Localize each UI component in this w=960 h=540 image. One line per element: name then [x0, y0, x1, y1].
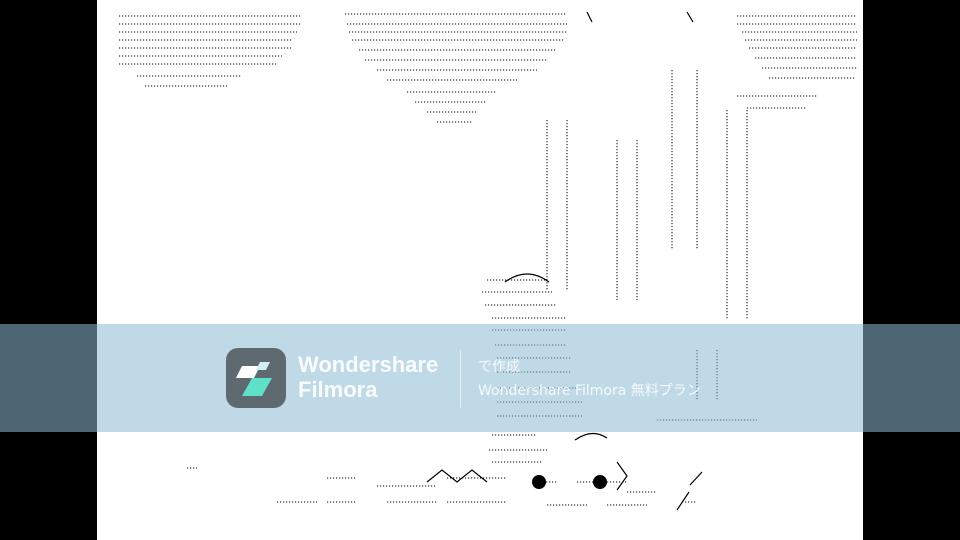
watermark-caption: で作成 Wondershare Filmora 無料プラン	[478, 355, 701, 403]
watermark-brand-line1: Wondershare	[298, 352, 439, 377]
watermark-caption-line2: Wondershare Filmora 無料プラン	[478, 383, 701, 399]
watermark-divider	[460, 350, 461, 408]
watermark-brand-line2: Filmora	[298, 377, 378, 402]
watermark-caption-line1: で作成	[478, 359, 520, 375]
filmora-logo-icon	[226, 348, 286, 408]
watermark-brand: Wondershare Filmora	[298, 352, 438, 402]
watermark-band	[0, 324, 960, 432]
ascii-art-drawing	[119, 11, 857, 511]
ascii-art-canvas	[97, 0, 863, 540]
